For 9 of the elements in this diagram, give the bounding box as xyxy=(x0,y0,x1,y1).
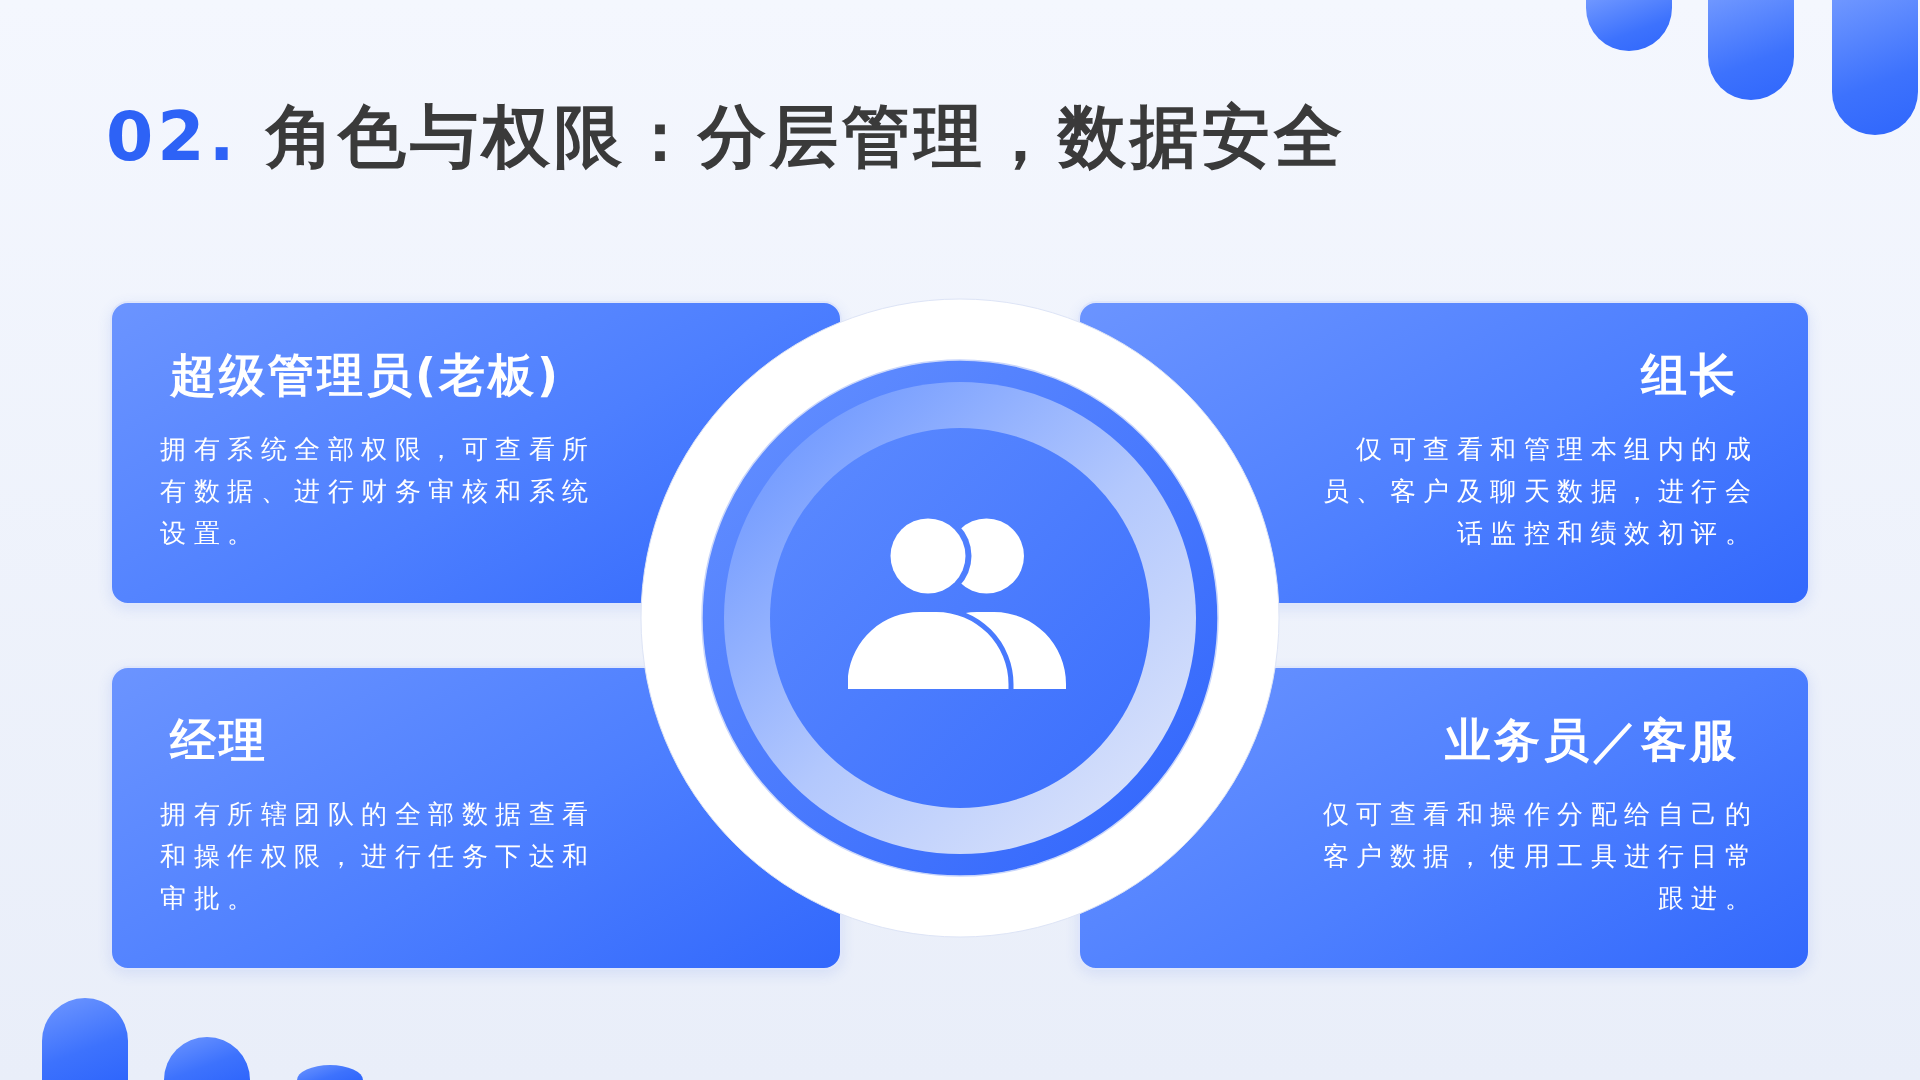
card-heading: 超级管理员(老板) xyxy=(170,347,562,404)
card-heading: 业务员／客服 xyxy=(1445,712,1739,769)
title: 02. 角色与权限：分层管理，数据安全 xyxy=(106,97,1347,177)
card-text: 仅可查看和操作分配给自己的客户数据，使用工具进行日常跟进。 xyxy=(1321,798,1758,915)
card-text: 拥有系统全部权限，可查看所有数据、进行财务审核和系统设置。 xyxy=(160,433,597,550)
card-heading: 组长 xyxy=(1641,347,1739,404)
card-text: 拥有所辖团队的全部数据查看和操作权限，进行任务下达和审批。 xyxy=(160,798,597,915)
card-text: 仅可查看和管理本组内的成员、客户及聊天数据，进行会话监控和绩效初评。 xyxy=(1321,433,1758,550)
card-heading: 经理 xyxy=(170,712,268,769)
